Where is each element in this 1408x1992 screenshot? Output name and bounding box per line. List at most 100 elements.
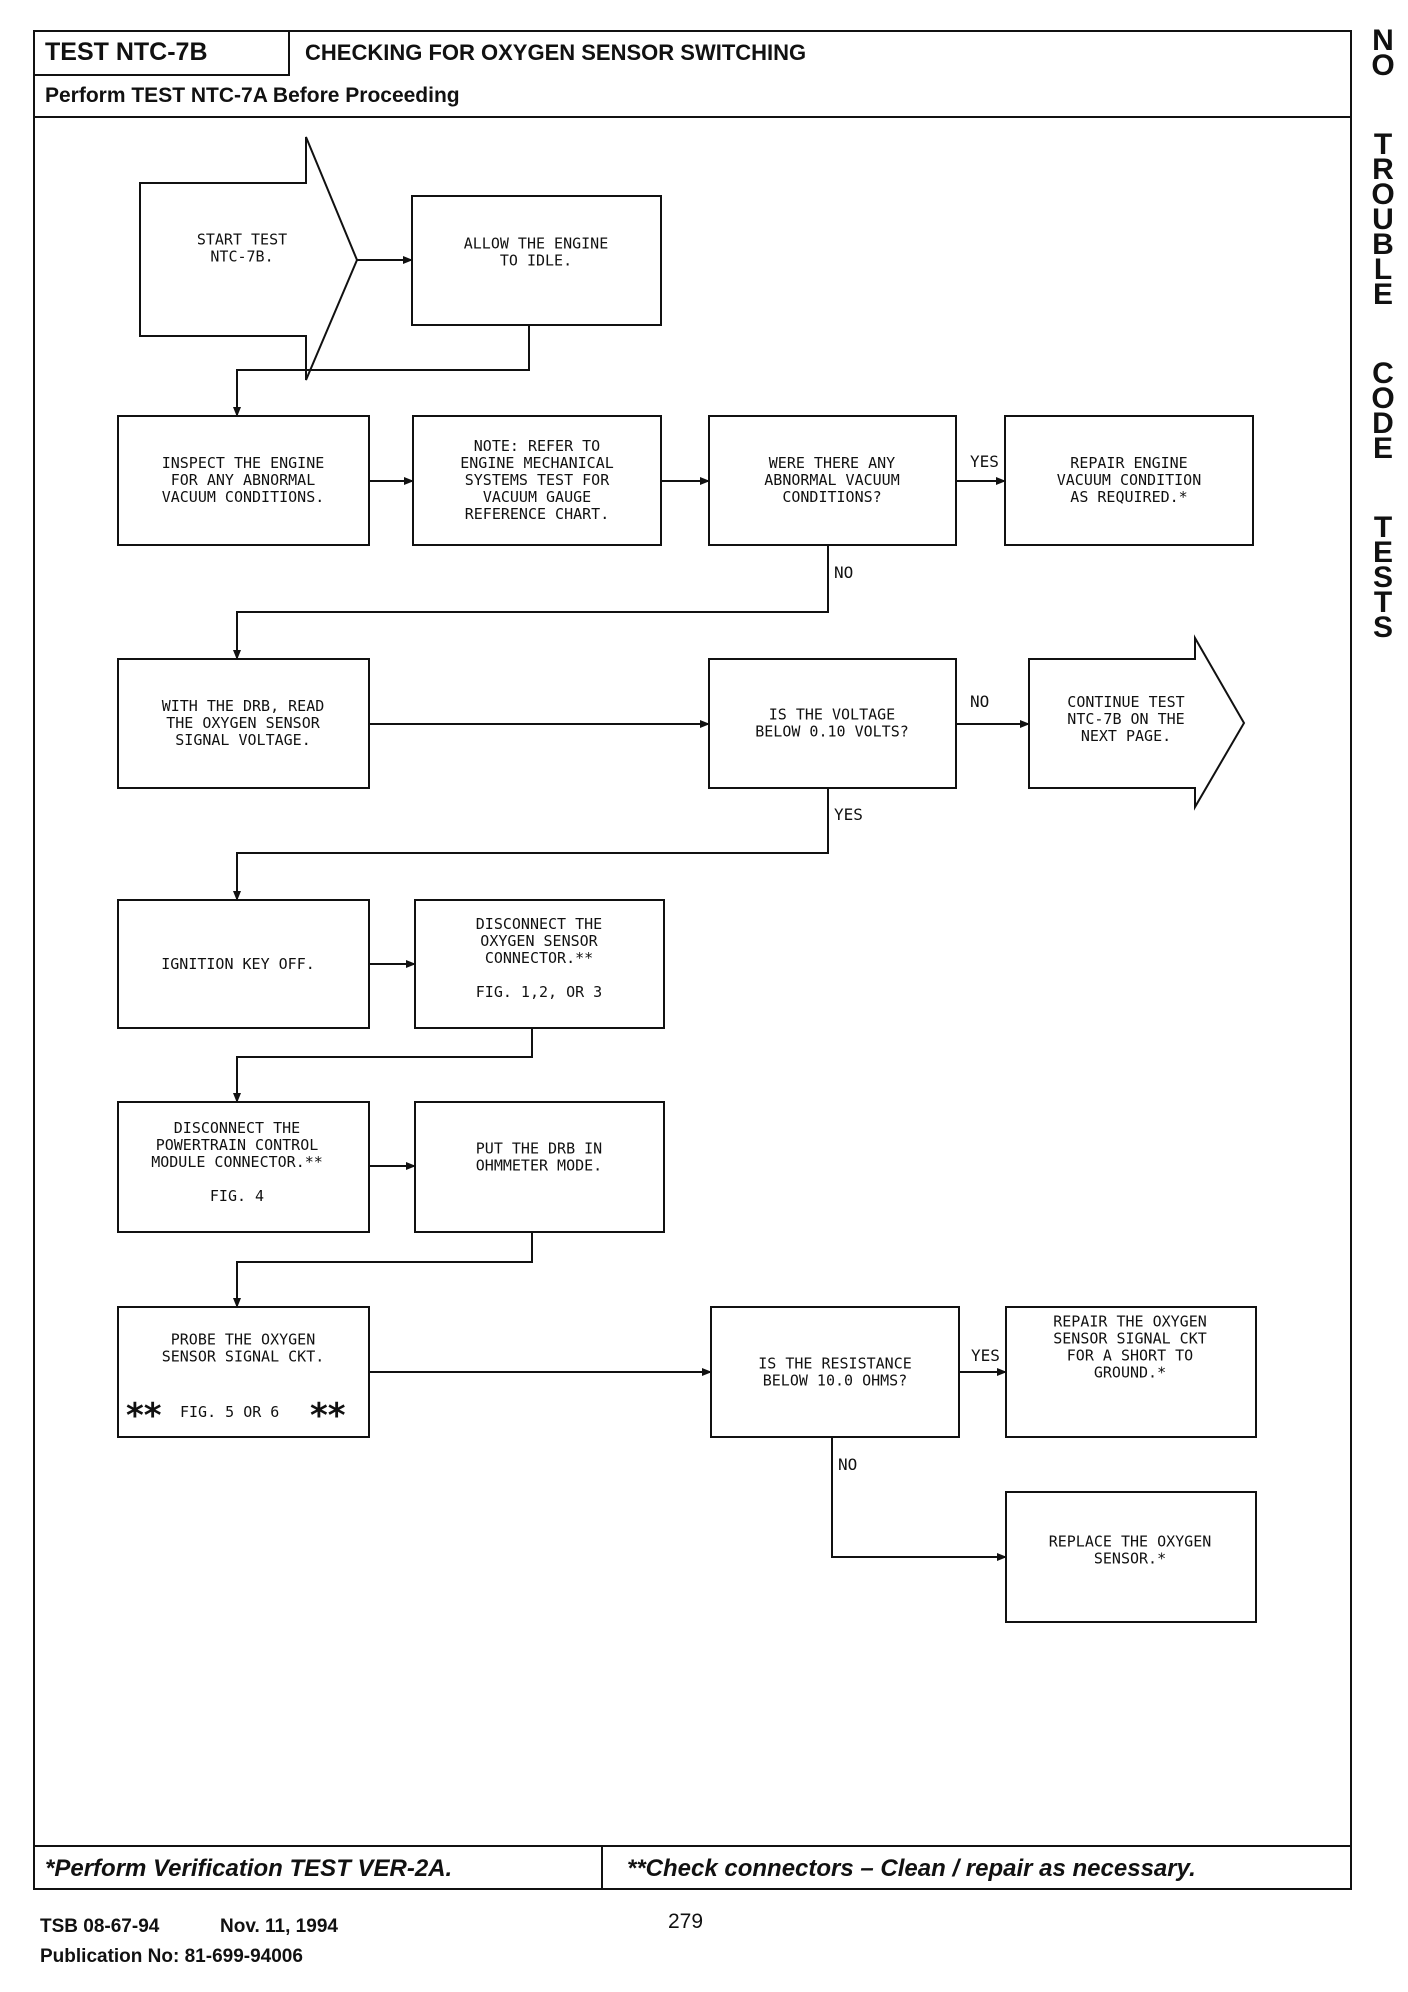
inspect-line: VACUUM CONDITIONS. — [162, 488, 325, 506]
footnote-verification: *Perform Verification TEST VER-2A. — [33, 1845, 603, 1890]
start-line: START TEST — [197, 231, 287, 249]
side-banner-letter: U — [1372, 203, 1394, 236]
disconnect_o2-line: DISCONNECT THE — [476, 915, 602, 933]
q_resistance-line: IS THE RESISTANCE — [758, 1355, 912, 1373]
label-yes-vacuum: YES — [970, 452, 999, 471]
side-banner-letter: B — [1372, 228, 1394, 261]
side-banner-letter: O — [1371, 382, 1395, 415]
disconnect_pcm-line: MODULE CONNECTOR.** — [151, 1153, 323, 1171]
side-banner-letter: R — [1372, 153, 1394, 186]
side-banner-letter: N — [1372, 24, 1394, 57]
idle-line: ALLOW THE ENGINE — [464, 235, 609, 253]
repair_vacuum-line: AS REQUIRED.* — [1070, 488, 1187, 506]
q_resistance-line: BELOW 10.0 OHMS? — [763, 1372, 908, 1390]
q_vacuum-line: WERE THERE ANY — [769, 454, 895, 472]
q_vacuum-line: ABNORMAL VACUUM — [764, 471, 899, 489]
read_voltage-line: WITH THE DRB, READ — [162, 697, 325, 715]
side-banner-letter: E — [1372, 536, 1393, 569]
probe-stars-right: ** — [310, 1396, 346, 1436]
repair_vacuum-line: REPAIR ENGINE — [1070, 454, 1187, 472]
test-prerequisite: Perform TEST NTC-7A Before Proceeding — [33, 76, 1352, 118]
footnote-connectors: **Check connectors – Clean / repair as n… — [603, 1845, 1352, 1890]
continue-line: NTC-7B ON THE — [1067, 710, 1184, 728]
q_vacuum-line: CONDITIONS? — [782, 488, 881, 506]
repair_short-line: SENSOR SIGNAL CKT — [1053, 1330, 1207, 1348]
inspect-line: INSPECT THE ENGINE — [162, 454, 325, 472]
label-no-voltage: NO — [970, 692, 989, 711]
probe-line: PROBE THE OXYGEN — [171, 1331, 316, 1349]
side-banner-letter: O — [1371, 49, 1395, 82]
probe-fig-text: FIG. 5 OR 6 — [180, 1403, 279, 1421]
arrow-vacuum-read — [233, 545, 829, 660]
side-banner-letter: C — [1372, 357, 1394, 390]
tsb-number: TSB 08-67-94 — [40, 1916, 160, 1937]
disconnect_o2-line: CONNECTOR.** — [485, 949, 593, 967]
side-banner-letter: T — [1373, 586, 1393, 619]
ohmmeter-line: PUT THE DRB IN — [476, 1140, 602, 1158]
key-off-text: IGNITION KEY OFF. — [161, 955, 315, 973]
disconnect_o2-line: OXYGEN SENSOR — [480, 932, 598, 950]
inspect-line: FOR ANY ABNORMAL — [171, 471, 316, 489]
repair_short-line: REPAIR THE OXYGEN — [1053, 1313, 1207, 1331]
side-banner-letter: E — [1372, 278, 1393, 311]
q_voltage-line: IS THE VOLTAGE — [769, 706, 895, 724]
label-no-resistance: NO — [838, 1455, 857, 1474]
side-banner-letter: E — [1372, 432, 1393, 465]
note-line: ENGINE MECHANICAL — [460, 454, 614, 472]
disconnect_pcm-line: DISCONNECT THE — [174, 1119, 300, 1137]
replace-line: REPLACE THE OXYGEN — [1049, 1533, 1212, 1551]
note-line: SYSTEMS TEST FOR — [465, 471, 610, 489]
repair_short-line: FOR A SHORT TO — [1067, 1347, 1193, 1365]
side-banner-letter: D — [1372, 407, 1394, 440]
read_voltage-line: SIGNAL VOLTAGE. — [175, 731, 310, 749]
note-line: NOTE: REFER TO — [474, 437, 600, 455]
disconnect_pcm-line: POWERTRAIN CONTROL — [156, 1136, 319, 1154]
arrow-resistance-replace — [831, 1437, 1007, 1561]
test-title: CHECKING FOR OXYGEN SENSOR SWITCHING — [305, 40, 807, 65]
repair_vacuum-line: VACUUM CONDITION — [1057, 471, 1202, 489]
side-banner-letter: O — [1371, 178, 1395, 211]
probe-line: SENSOR SIGNAL CKT. — [162, 1348, 325, 1366]
idle-line: TO IDLE. — [500, 252, 572, 270]
probe-stars-left: ** — [126, 1396, 162, 1436]
label-yes-voltage: YES — [834, 805, 863, 824]
note-line: VACUUM GAUGE — [483, 488, 591, 506]
side-banner-letter: S — [1372, 611, 1393, 644]
replace-line: SENSOR.* — [1094, 1550, 1166, 1568]
arrow-disconnect-pcm — [233, 1028, 533, 1103]
side-banner-letter: L — [1373, 253, 1393, 286]
disconnect_pcm-line: FIG. 4 — [210, 1187, 264, 1205]
label-yes-resistance: YES — [971, 1346, 1000, 1365]
continue-line: CONTINUE TEST — [1067, 693, 1184, 711]
key-off-step: IGNITION KEY OFF. — [117, 899, 370, 1029]
tsb-date: Nov. 11, 1994 — [220, 1916, 338, 1937]
test-id-label: TEST NTC-7B — [33, 30, 290, 76]
ohmmeter-line: OHMMETER MODE. — [476, 1157, 602, 1175]
